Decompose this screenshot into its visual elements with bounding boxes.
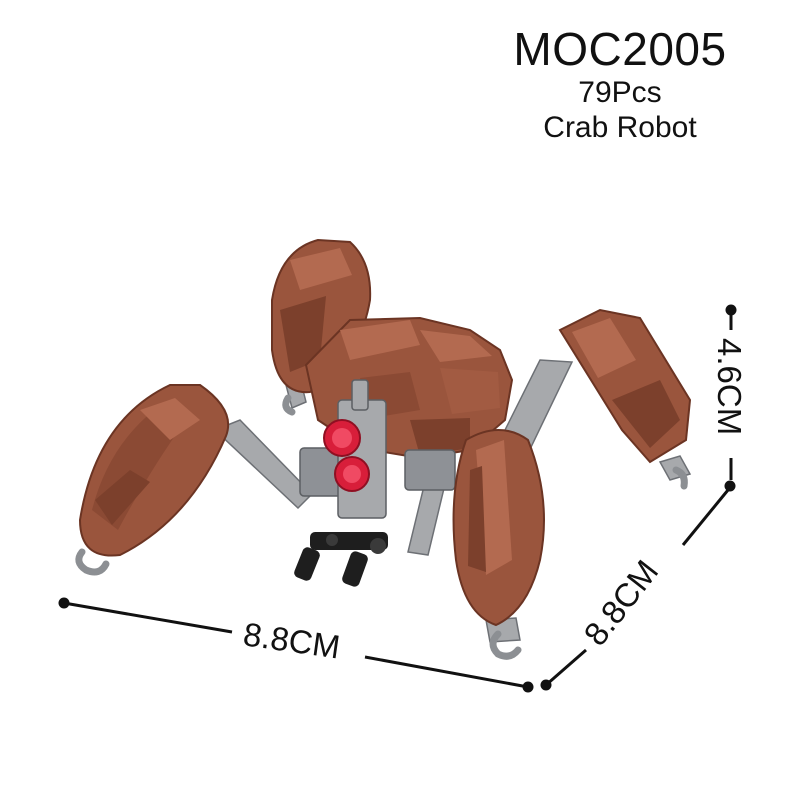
- piece-count: 79Pcs: [578, 76, 662, 109]
- red-eye-lenses: [323, 419, 370, 492]
- black-cannons: [294, 532, 388, 587]
- height-dimension-label: 4.6CM: [711, 338, 748, 435]
- width-dimension-label: 8.8CM: [241, 615, 342, 665]
- crab-robot-model: [75, 238, 692, 660]
- front-foot-pad: [452, 429, 545, 627]
- model-code: MOC2005: [513, 23, 727, 75]
- right-foot-pad: [558, 308, 692, 464]
- leg-clips: [75, 394, 688, 660]
- left-foot-pad: [78, 384, 230, 557]
- model-name: Crab Robot: [543, 111, 697, 144]
- product-title-block: MOC2005 79Pcs Crab Robot: [500, 22, 740, 146]
- depth-dimension-label: 8.8CM: [576, 553, 665, 652]
